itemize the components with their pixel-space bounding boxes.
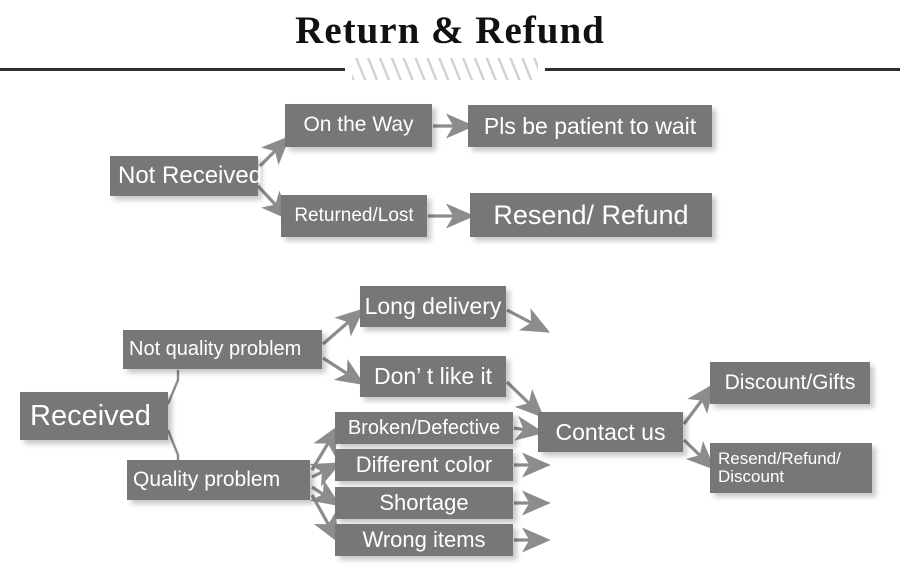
divider-rule-right: [545, 68, 900, 71]
link-not-quality-to-dont-like: [322, 356, 365, 386]
divider-hatch-ornament: [352, 58, 538, 80]
link-broken-to-contact: [513, 416, 545, 441]
node-pls-be-patient[interactable]: Pls be patient to wait: [468, 105, 712, 147]
link-contact-to-discount-gifts: [682, 383, 715, 425]
link-not-quality-to-long-delivery: [321, 308, 365, 346]
node-received[interactable]: Received: [20, 392, 168, 440]
link-contact-to-resend-discount: [682, 438, 716, 470]
node-contact-us[interactable]: Contact us: [538, 412, 683, 452]
node-dont-like-it[interactable]: Don’ t like it: [360, 356, 506, 397]
link-quality-to-broken: [310, 425, 339, 471]
node-resend-refund[interactable]: Resend/ Refund: [470, 193, 712, 237]
link-quality-to-diff-color: [309, 462, 342, 487]
node-resend-refund-discount[interactable]: Resend/Refund/ Discount: [710, 443, 872, 493]
node-not-received[interactable]: Not Received: [110, 156, 262, 196]
node-not-quality-problem[interactable]: Not quality problem: [123, 330, 322, 369]
link-not-received-to-on-the-way: [256, 135, 291, 170]
link-quality-to-shortage: [309, 479, 341, 507]
node-long-delivery[interactable]: Long delivery: [360, 286, 506, 327]
node-on-the-way[interactable]: On the Way: [285, 104, 432, 147]
link-received-to-not-quality: [166, 370, 180, 405]
node-returned-lost[interactable]: Returned/Lost: [281, 195, 427, 237]
node-wrong-items[interactable]: Wrong items: [335, 524, 513, 556]
node-broken-defective[interactable]: Broken/Defective: [335, 412, 513, 444]
link-long-delivery-out: [506, 308, 551, 333]
divider-rule-left: [0, 68, 345, 71]
link-received-to-quality: [166, 429, 180, 462]
page-title: Return & Refund: [295, 9, 605, 52]
node-quality-problem[interactable]: Quality problem: [127, 460, 310, 500]
link-dont-like-to-contact: [505, 380, 545, 419]
node-shortage[interactable]: Shortage: [335, 487, 513, 519]
node-different-color[interactable]: Different color: [335, 449, 513, 481]
link-quality-to-wrong-items: [310, 494, 339, 544]
node-discount-gifts[interactable]: Discount/Gifts: [710, 362, 870, 404]
